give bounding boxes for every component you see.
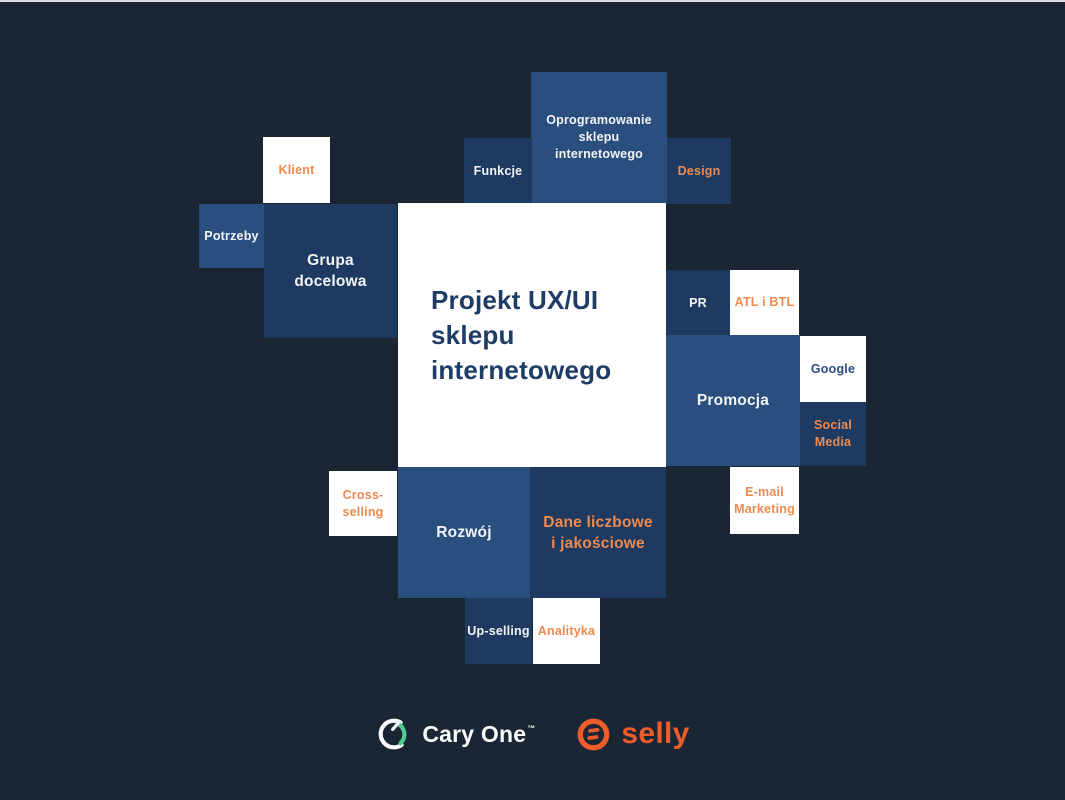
page-title: Projekt UX/UI sklepu internetowego: [431, 284, 612, 385]
tile-design-label: Design: [677, 163, 721, 178]
tile-email-marketing: E-mail Marketing: [730, 467, 799, 534]
tile-potrzeby: Potrzeby: [199, 204, 264, 268]
tile-grupa-docelowa: Grupa docelowa: [264, 204, 397, 338]
tile-grupa-docelowa-label: Grupa: [307, 252, 354, 269]
tile-pr-label: PR: [689, 295, 707, 310]
tile-cross-selling: Cross- selling: [329, 471, 397, 536]
tile-pr: PR: [666, 270, 730, 336]
selly-wordmark: selly: [621, 717, 690, 750]
tile-google-label: Google: [810, 361, 856, 376]
tile-atl-i-btl: ATL i BTL: [730, 270, 799, 335]
tile-cross-selling-label: Cross-: [342, 487, 384, 502]
selly-logo-icon: [575, 716, 612, 753]
selly-logo: selly: [575, 716, 689, 753]
tile-up-selling-label: Up-selling: [467, 623, 530, 638]
tile-potrzeby-label: Potrzeby: [204, 228, 259, 243]
tile-rozwoj-label: Rozwój: [436, 524, 492, 541]
tile-klient-label: Klient: [278, 162, 315, 177]
tile-promocja-label: Promocja: [696, 392, 770, 409]
tile-funkcje: Funkcje: [464, 138, 532, 204]
tile-center-title: Projekt UX/UI sklepu internetowego: [398, 203, 666, 467]
tile-analityka: Analityka: [533, 598, 600, 664]
tile-social-media: Social Media: [800, 402, 866, 466]
tile-rozwoj: Rozwój: [398, 467, 530, 598]
cary-one-logo-icon: [375, 714, 413, 754]
cary-one-wordmark: Cary One™: [422, 720, 536, 747]
tile-funkcje-label: Funkcje: [473, 163, 523, 178]
tile-dane-liczbowe: Dane liczbowe i jakościowe: [530, 467, 666, 598]
tile-oprogramowanie: Oprogramowanie sklepu internetowego: [531, 72, 667, 203]
tile-atl-i-btl-label: ATL i BTL: [734, 295, 795, 309]
tile-google: Google: [800, 336, 866, 402]
tile-design: Design: [667, 138, 731, 204]
trademark-symbol: ™: [527, 723, 536, 733]
tile-up-selling: Up-selling: [465, 598, 532, 664]
footer-logos: Cary One™ selly: [0, 711, 1065, 757]
tile-social-media-label: Social: [813, 418, 853, 432]
tile-promocja: Promocja: [666, 335, 800, 466]
cary-one-logo: Cary One™: [375, 714, 535, 754]
tile-email-marketing-label: E-mail: [745, 484, 784, 499]
tile-klient: Klient: [263, 137, 330, 203]
tile-analityka-label: Analityka: [537, 623, 596, 638]
top-edge-strip: [0, 0, 1065, 2]
tile-dane-liczbowe-label: Dane liczbowe: [543, 513, 653, 531]
tile-oprogramowanie-label: Oprogramowanie: [546, 113, 652, 127]
